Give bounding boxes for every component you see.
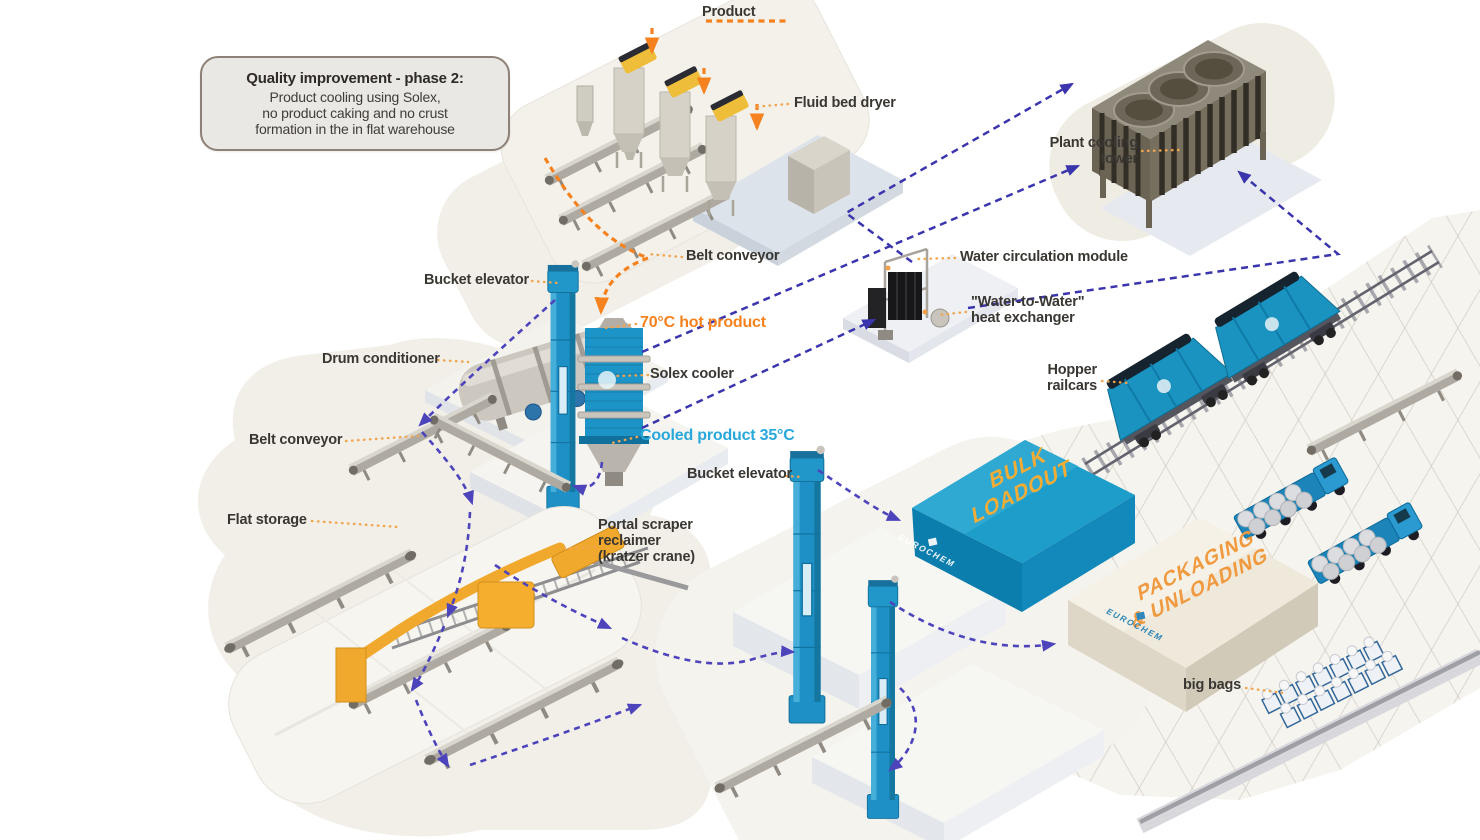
water-circulation-module bbox=[868, 247, 950, 340]
truck-with-bags bbox=[1233, 457, 1349, 539]
truck-with-bags bbox=[1307, 502, 1423, 584]
label-big-bags: big bags bbox=[1183, 677, 1242, 693]
solex-cooler bbox=[577, 318, 651, 486]
water-to-water-heat-exchanger bbox=[888, 272, 922, 320]
plant-cooling-tower bbox=[1092, 40, 1266, 228]
label-leaders bbox=[310, 102, 1286, 695]
callout-body: Product cooling using Solex, no product … bbox=[255, 89, 455, 137]
bucket-elevator-2 bbox=[788, 445, 826, 724]
label-cooled-product: Cooled product 35°C bbox=[640, 427, 795, 444]
quality-callout: Quality improvement - phase 2: Product c… bbox=[200, 56, 510, 151]
label-bucket-elevator-loadout: Bucket elevator bbox=[687, 466, 792, 482]
control-cabinet bbox=[788, 136, 850, 214]
label-drum-conditioner: Drum conditioner bbox=[322, 351, 440, 367]
fluid-bed-dryer bbox=[542, 42, 850, 283]
label-belt-conveyor-top: Belt conveyor bbox=[686, 248, 780, 264]
portal-scraper-reclaimer bbox=[335, 525, 689, 703]
yard-edge bbox=[1136, 648, 1480, 834]
label-hot-product: 70°C hot product bbox=[640, 314, 766, 331]
label-water-circulation-module: Water circulation module bbox=[960, 249, 1128, 265]
label-solex-cooler: Solex cooler bbox=[650, 366, 734, 382]
label-heat-exchanger: "Water-to-Water" heat exchanger bbox=[971, 294, 1085, 327]
hot-product-flow bbox=[543, 19, 790, 315]
cooling-water-flow bbox=[641, 82, 1341, 430]
label-product: Product bbox=[702, 4, 756, 20]
big-bags-rack bbox=[1260, 636, 1404, 729]
bulk-loadout-building bbox=[912, 440, 1135, 612]
callout-title: Quality improvement - phase 2: bbox=[246, 70, 464, 87]
label-belt-conveyor-left: Belt conveyor bbox=[249, 432, 343, 448]
hopper-railcar bbox=[1214, 271, 1341, 386]
label-bucket-elevator-solex: Bucket elevator bbox=[424, 272, 529, 288]
label-hopper-railcars: Hopper railcars bbox=[1047, 362, 1097, 395]
product-flow bbox=[410, 299, 1057, 772]
label-fluid-bed-dryer: Fluid bed dryer bbox=[794, 95, 896, 111]
label-flat-storage: Flat storage bbox=[227, 512, 307, 528]
hopper-railcar bbox=[1106, 333, 1233, 448]
packaging-unloading-building bbox=[1068, 518, 1318, 712]
label-plant-cooling-tower: Plant cooling tower bbox=[1049, 135, 1139, 168]
label-portal-scraper: Portal scraper reclaimer (kratzer crane) bbox=[598, 517, 695, 566]
